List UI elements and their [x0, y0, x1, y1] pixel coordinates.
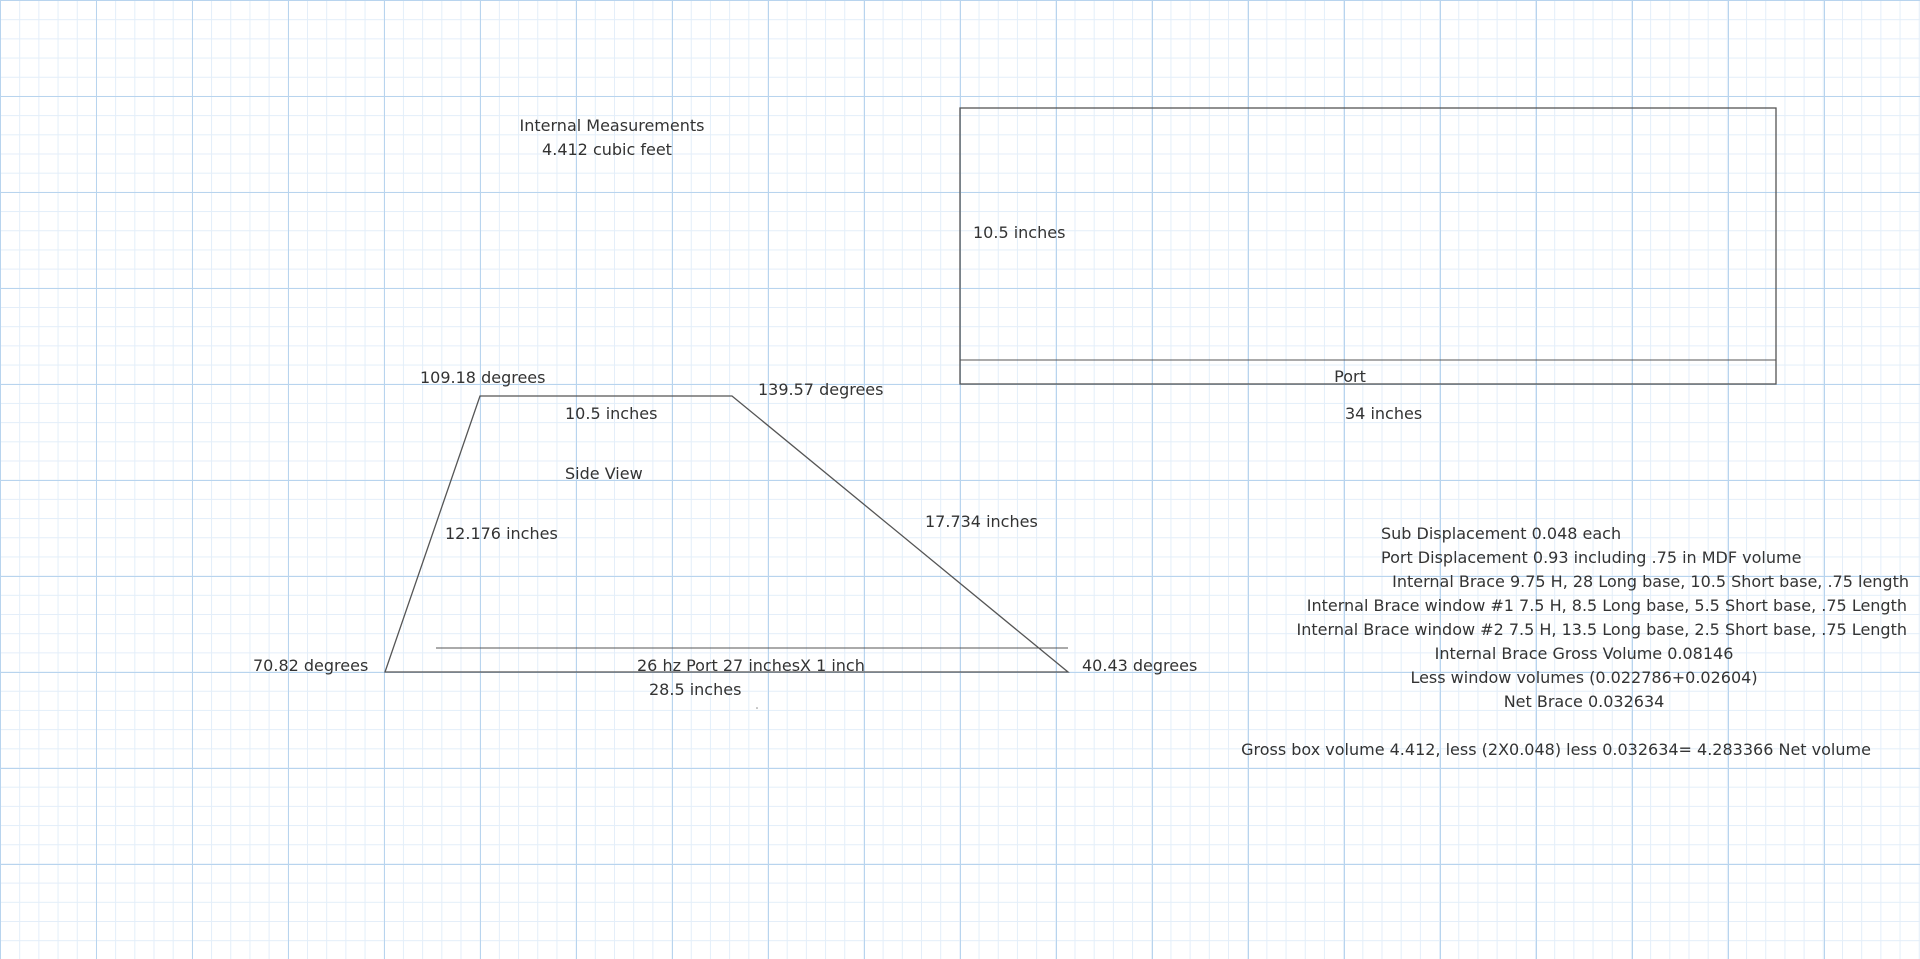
right-side-length-label: 17.734 inches [925, 512, 1038, 531]
front-width-label: 34 inches [1345, 404, 1423, 423]
stray-dot [756, 707, 758, 709]
note-brace-gross: Internal Brace Gross Volume 0.08146 [1434, 644, 1734, 663]
note-brace-window-1: Internal Brace window #1 7.5 H, 8.5 Long… [1306, 596, 1907, 615]
note-gross-box-volume: Gross box volume 4.412, less (2X0.048) l… [1241, 740, 1871, 759]
front-height-label: 10.5 inches [973, 223, 1066, 242]
bottom-length-label: 28.5 inches [649, 680, 742, 699]
top-left-angle-label: 109.18 degrees [420, 368, 546, 387]
front-port-label: Port [1334, 367, 1366, 386]
note-less-windows: Less window volumes (0.022786+0.02604) [1410, 668, 1758, 687]
note-internal-brace: Internal Brace 9.75 H, 28 Long base, 10.… [1392, 572, 1909, 591]
front-view-rectangle [959, 107, 1777, 385]
top-right-angle-label: 139.57 degrees [758, 380, 884, 399]
internal-measurements-label: Internal Measurements [519, 116, 705, 135]
note-net-brace: Net Brace 0.032634 [1503, 692, 1665, 711]
left-side-length-label: 12.176 inches [445, 524, 558, 543]
side-view-trapezoid [384, 395, 1070, 673]
side-top-length-label: 10.5 inches [565, 404, 658, 423]
bottom-right-angle-label: 40.43 degrees [1082, 656, 1198, 675]
note-port-displacement: Port Displacement 0.93 including .75 in … [1381, 548, 1802, 567]
note-brace-window-2: Internal Brace window #2 7.5 H, 13.5 Lon… [1296, 620, 1907, 639]
cubic-feet-label: 4.412 cubic feet [542, 140, 672, 159]
bottom-left-angle-label: 70.82 degrees [253, 656, 369, 675]
side-port-label: 26 hz Port 27 inchesX 1 inch [637, 656, 865, 675]
side-view-title: Side View [565, 464, 643, 483]
note-sub-displacement: Sub Displacement 0.048 each [1381, 524, 1622, 543]
